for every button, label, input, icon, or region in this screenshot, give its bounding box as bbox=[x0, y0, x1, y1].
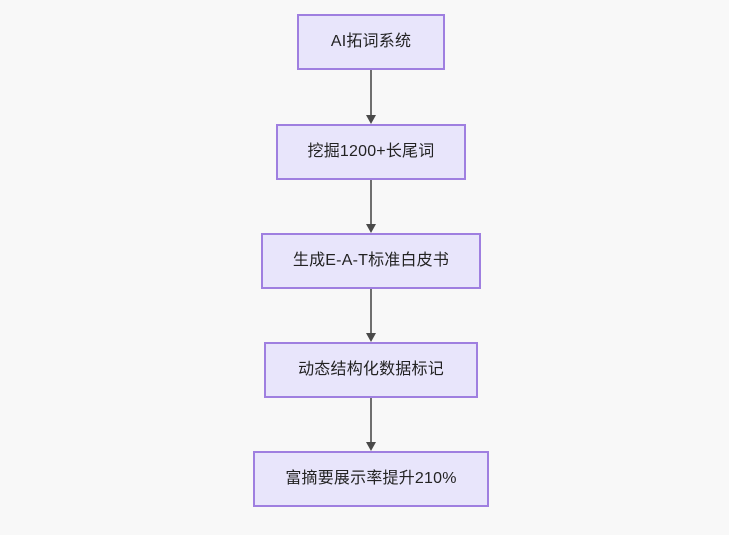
flowchart-node-n4[interactable]: 动态结构化数据标记 bbox=[264, 342, 478, 398]
flowchart-node-label: 富摘要展示率提升210% bbox=[285, 470, 457, 488]
arrow-down-icon bbox=[366, 180, 376, 233]
flowchart-edge-n2-n3 bbox=[364, 180, 378, 233]
arrow-down-icon bbox=[366, 289, 376, 342]
flowchart-node-n3[interactable]: 生成E-A-T标准白皮书 bbox=[261, 233, 481, 289]
flowchart-node-n1[interactable]: AI拓词系统 bbox=[297, 14, 445, 70]
flowchart-edge-n1-n2 bbox=[364, 70, 378, 124]
arrow-down-icon bbox=[366, 398, 376, 451]
flowchart-node-n5[interactable]: 富摘要展示率提升210% bbox=[253, 451, 489, 507]
flowchart-node-label: 动态结构化数据标记 bbox=[298, 361, 444, 379]
arrow-down-icon bbox=[366, 70, 376, 124]
flowchart-node-label: AI拓词系统 bbox=[330, 33, 412, 51]
flowchart-node-label: 生成E-A-T标准白皮书 bbox=[292, 252, 450, 270]
flowchart-node-label: 挖掘1200+长尾词 bbox=[307, 143, 435, 161]
flowchart-node-n2[interactable]: 挖掘1200+长尾词 bbox=[276, 124, 466, 180]
flowchart-edge-n4-n5 bbox=[364, 398, 378, 451]
flowchart-edge-n3-n4 bbox=[364, 289, 378, 342]
